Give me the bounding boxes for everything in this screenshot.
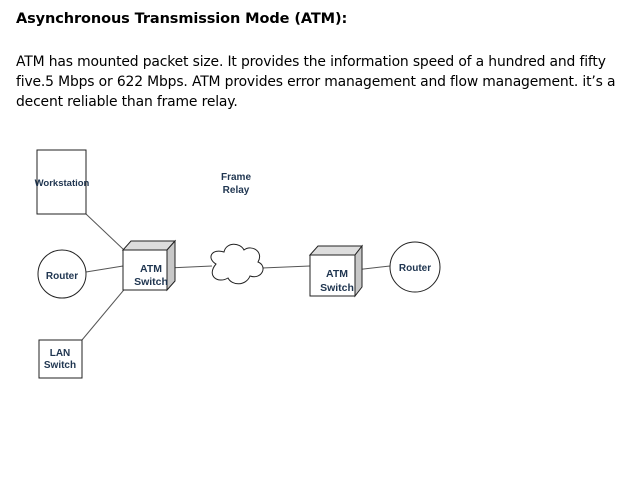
lan-switch-label-line1: LAN (50, 348, 71, 359)
router-right-node (389, 241, 441, 293)
atm-switch-left-label-line2: Switch (134, 276, 168, 288)
lan-switch-node (38, 339, 83, 379)
router-right-label: Router (399, 263, 431, 274)
router-left-node (37, 249, 87, 299)
atm-switch-right-label-line1: ATM (326, 268, 348, 280)
atm-switch-right-label-line2: Switch (320, 282, 354, 294)
page-title: Asynchronous Transmission Mode (ATM): (16, 11, 348, 27)
frame-relay-label-line1: Frame (221, 172, 251, 183)
frame-relay-to-atm-line (261, 265, 311, 269)
description-paragraph: ATM has mounted packet size. It provides… (16, 54, 616, 110)
frame-relay-label-line2: Relay (223, 185, 250, 196)
workstation-label: Workstation (35, 178, 90, 189)
frame-relay-cloud-icon (210, 243, 264, 285)
workstation-to-atm-line (85, 213, 125, 251)
atm-switch-left-node (121, 239, 177, 292)
router-to-atm-line (85, 265, 124, 273)
lan-switch-to-atm-line (81, 284, 129, 341)
atm-switch-left-label-line1: ATM (140, 263, 162, 275)
atm-switch-right-node (308, 244, 364, 298)
lan-switch-label-line2: Switch (44, 360, 76, 371)
router-left-label: Router (46, 271, 78, 282)
workstation-node (36, 149, 87, 215)
